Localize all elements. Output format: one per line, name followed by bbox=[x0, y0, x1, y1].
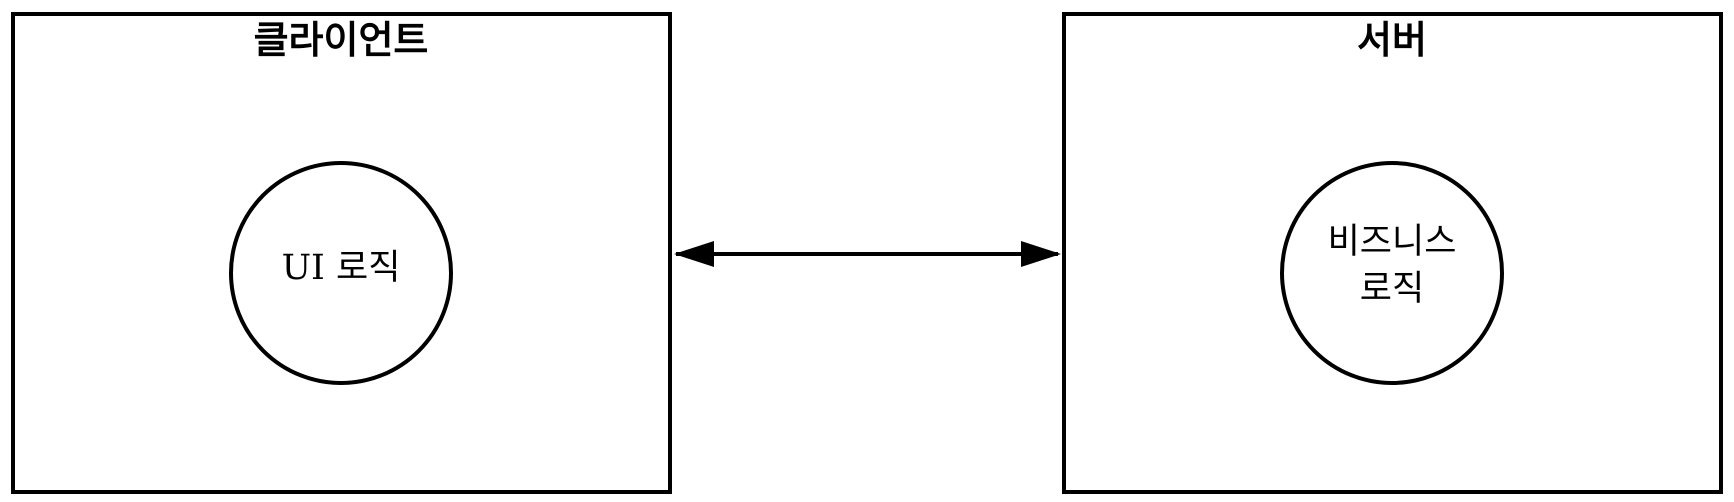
client-box-border bbox=[11, 12, 672, 494]
server-title: 서버 bbox=[1357, 17, 1427, 62]
connection-arrow bbox=[674, 241, 1061, 267]
client-box: 클라이언트 UI 로직 bbox=[11, 12, 672, 494]
business-logic-node: 비즈니스 로직 bbox=[1280, 161, 1504, 385]
server-box-border bbox=[1062, 12, 1723, 494]
client-title: 클라이언트 bbox=[254, 17, 429, 62]
ui-logic-label: UI 로직 bbox=[282, 248, 401, 288]
arrow-right-head bbox=[1021, 241, 1061, 267]
server-box: 서버 비즈니스 로직 bbox=[1062, 12, 1723, 494]
ui-logic-circle bbox=[229, 161, 453, 385]
ui-logic-node: UI 로직 bbox=[229, 161, 453, 385]
business-logic-label-line1: 비즈니스 bbox=[1328, 222, 1457, 262]
business-logic-circle bbox=[1280, 161, 1504, 385]
arrow-left-head bbox=[674, 241, 714, 267]
business-logic-label-line2: 로직 bbox=[1360, 269, 1424, 309]
